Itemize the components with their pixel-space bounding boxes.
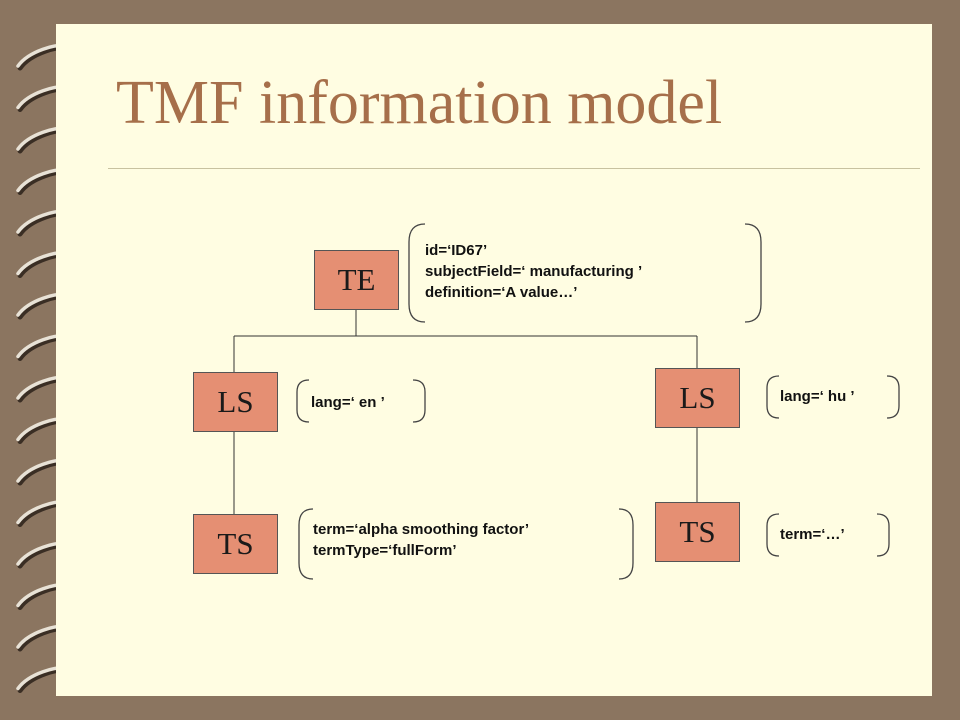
bracket-ts-left-attrs: [298, 508, 634, 580]
bracket-ls-right-attrs: [766, 375, 900, 419]
node-ts-left: TS: [193, 514, 278, 574]
attr-lang-en: lang=‘ en ’: [311, 394, 385, 411]
slide-page: [56, 24, 932, 696]
node-ls-left: LS: [193, 372, 278, 432]
attr-term-ellipsis: term=‘…’: [780, 526, 845, 543]
attr-id: id=‘ID67’: [425, 242, 488, 259]
attrs-ls-right: lang=‘ hu ’: [780, 386, 855, 407]
attrs-ls-left: lang=‘ en ’: [311, 392, 385, 413]
attr-definition: definition=‘A value…’: [425, 284, 578, 301]
attr-subject-field: subjectField=‘ manufacturing ’: [425, 263, 643, 280]
bracket-te-attrs: [408, 223, 762, 323]
bracket-ts-right-attrs: [766, 513, 890, 557]
node-te: TE: [314, 250, 399, 310]
attr-term-type: termType=‘fullForm’: [313, 542, 457, 559]
node-ls-right: LS: [655, 368, 740, 428]
title-divider: [108, 168, 920, 169]
attr-term: term=‘alpha smoothing factor’: [313, 521, 530, 538]
attr-lang-hu: lang=‘ hu ’: [780, 388, 855, 405]
attrs-te: id=‘ID67’ subjectField=‘ manufacturing ’…: [425, 240, 642, 303]
bracket-ls-left-attrs: [296, 379, 426, 423]
attrs-ts-left: term=‘alpha smoothing factor’ termType=‘…: [313, 519, 529, 561]
node-ts-right: TS: [655, 502, 740, 562]
slide-title: TMF information model: [116, 69, 723, 137]
attrs-ts-right: term=‘…’: [780, 524, 845, 545]
